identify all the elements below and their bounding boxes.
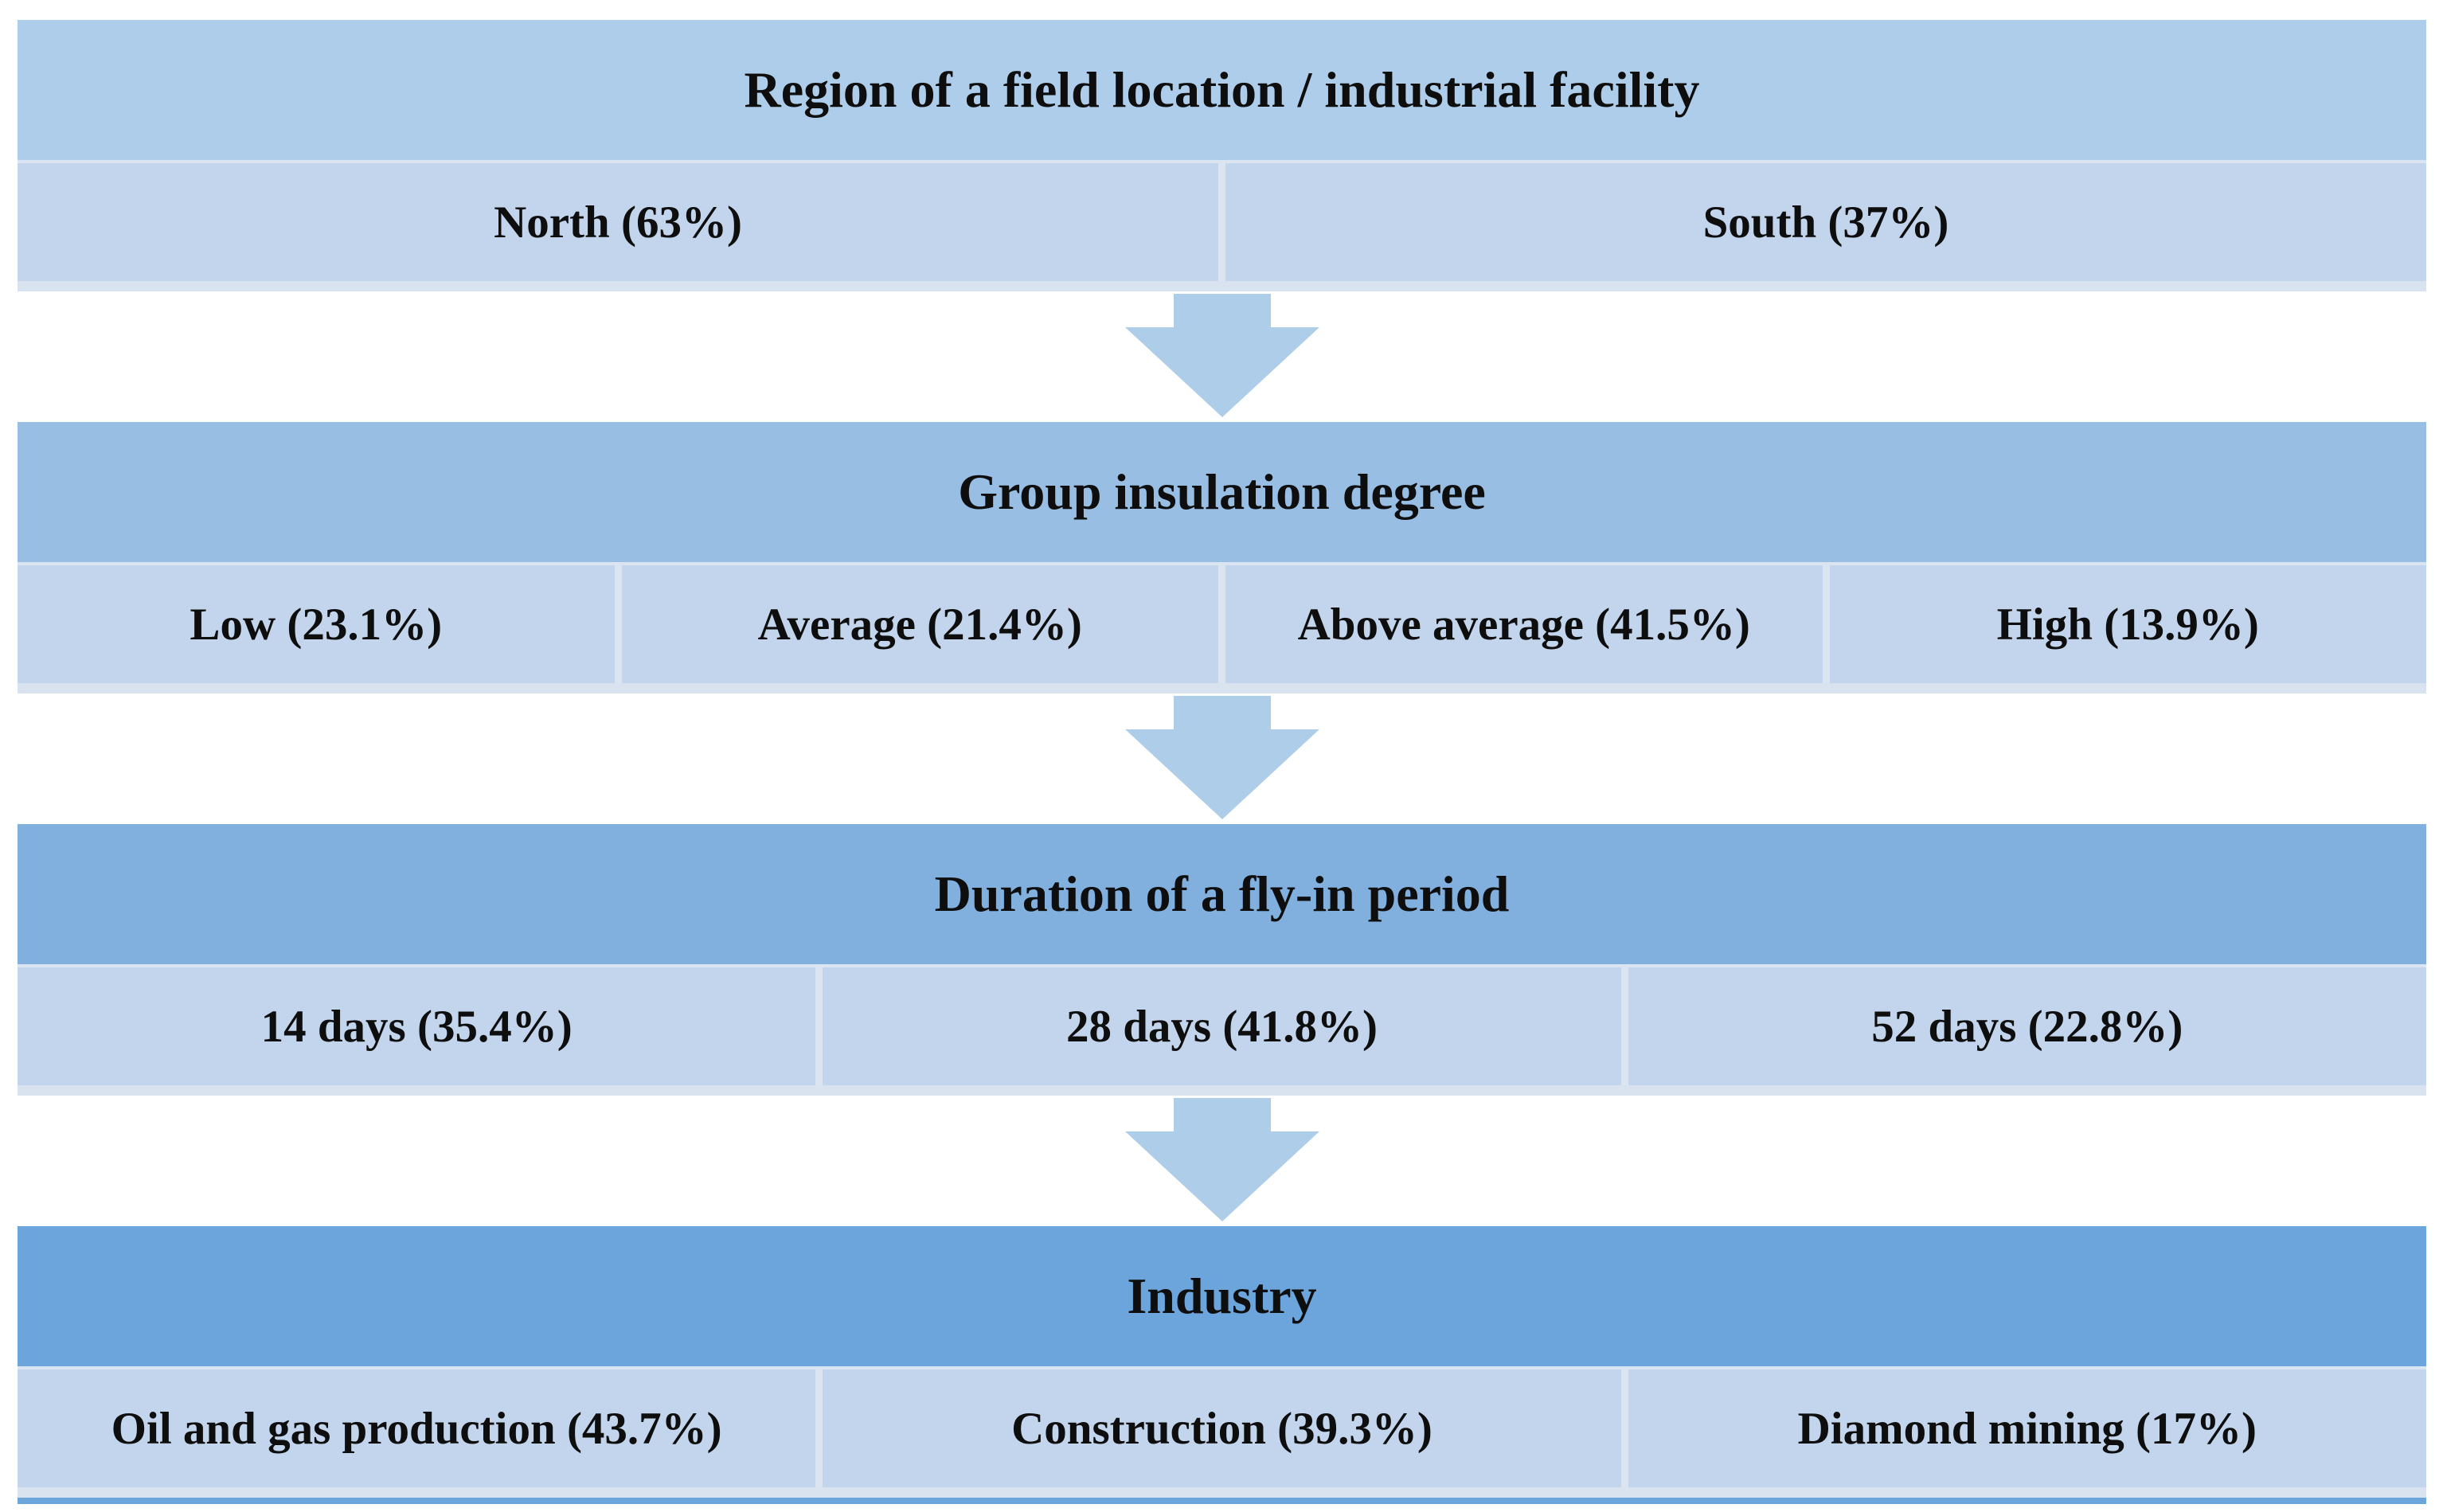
category-cell: High (13.9%) <box>1829 565 2426 683</box>
section-industry: Industry Oil and gas production (43.7%)C… <box>18 1226 2426 1498</box>
down-arrow-icon <box>18 291 2426 422</box>
category-cell: Construction (39.3%) <box>823 1369 1621 1487</box>
arrow-shaft <box>1173 696 1271 729</box>
category-cell: 14 days (35.4%) <box>18 967 816 1085</box>
section-region-header: Region of a field location / industrial … <box>18 20 2426 160</box>
row-bottom-strip <box>18 683 2426 693</box>
section-insulation-degree: Group insulation degree Low (23.1%)Avera… <box>18 422 2426 693</box>
row-bottom-strip <box>18 1487 2426 1498</box>
category-cell: North (63%) <box>18 163 1218 281</box>
arrow-head <box>1124 729 1319 819</box>
category-cell: South (37%) <box>1225 163 2426 281</box>
category-cell: 28 days (41.8%) <box>823 967 1621 1085</box>
row-bottom-strip <box>18 1085 2426 1096</box>
category-cell: Average (21.4%) <box>621 565 1218 683</box>
section-insulation-degree-row: Low (23.1%)Average (21.4%)Above average … <box>18 562 2426 683</box>
arrow-head <box>1124 327 1319 417</box>
section-fly-in-period-row: 14 days (35.4%)28 days (41.8%)52 days (2… <box>18 964 2426 1085</box>
category-cell: 52 days (22.8%) <box>1628 967 2426 1085</box>
category-cell: Above average (41.5%) <box>1225 565 1823 683</box>
row-bottom-strip <box>18 281 2426 291</box>
section-fly-in-period: Duration of a fly-in period 14 days (35.… <box>18 824 2426 1096</box>
arrow-shaft <box>1173 1098 1271 1131</box>
section-insulation-degree-header: Group insulation degree <box>18 422 2426 562</box>
section-region: Region of a field location / industrial … <box>18 20 2426 291</box>
section-fly-in-period-header: Duration of a fly-in period <box>18 824 2426 964</box>
category-cell: Diamond mining (17%) <box>1628 1369 2426 1487</box>
table-bottom-border <box>18 1498 2426 1504</box>
down-arrow-icon <box>18 693 2426 824</box>
arrow-shaft <box>1173 294 1271 327</box>
section-industry-header: Industry <box>18 1226 2426 1366</box>
category-cell: Oil and gas production (43.7%) <box>18 1369 816 1487</box>
category-cell: Low (23.1%) <box>18 565 615 683</box>
section-region-row: North (63%)South (37%) <box>18 160 2426 281</box>
down-arrow-icon <box>18 1096 2426 1226</box>
section-industry-row: Oil and gas production (43.7%)Constructi… <box>18 1366 2426 1487</box>
arrow-head <box>1124 1131 1319 1221</box>
